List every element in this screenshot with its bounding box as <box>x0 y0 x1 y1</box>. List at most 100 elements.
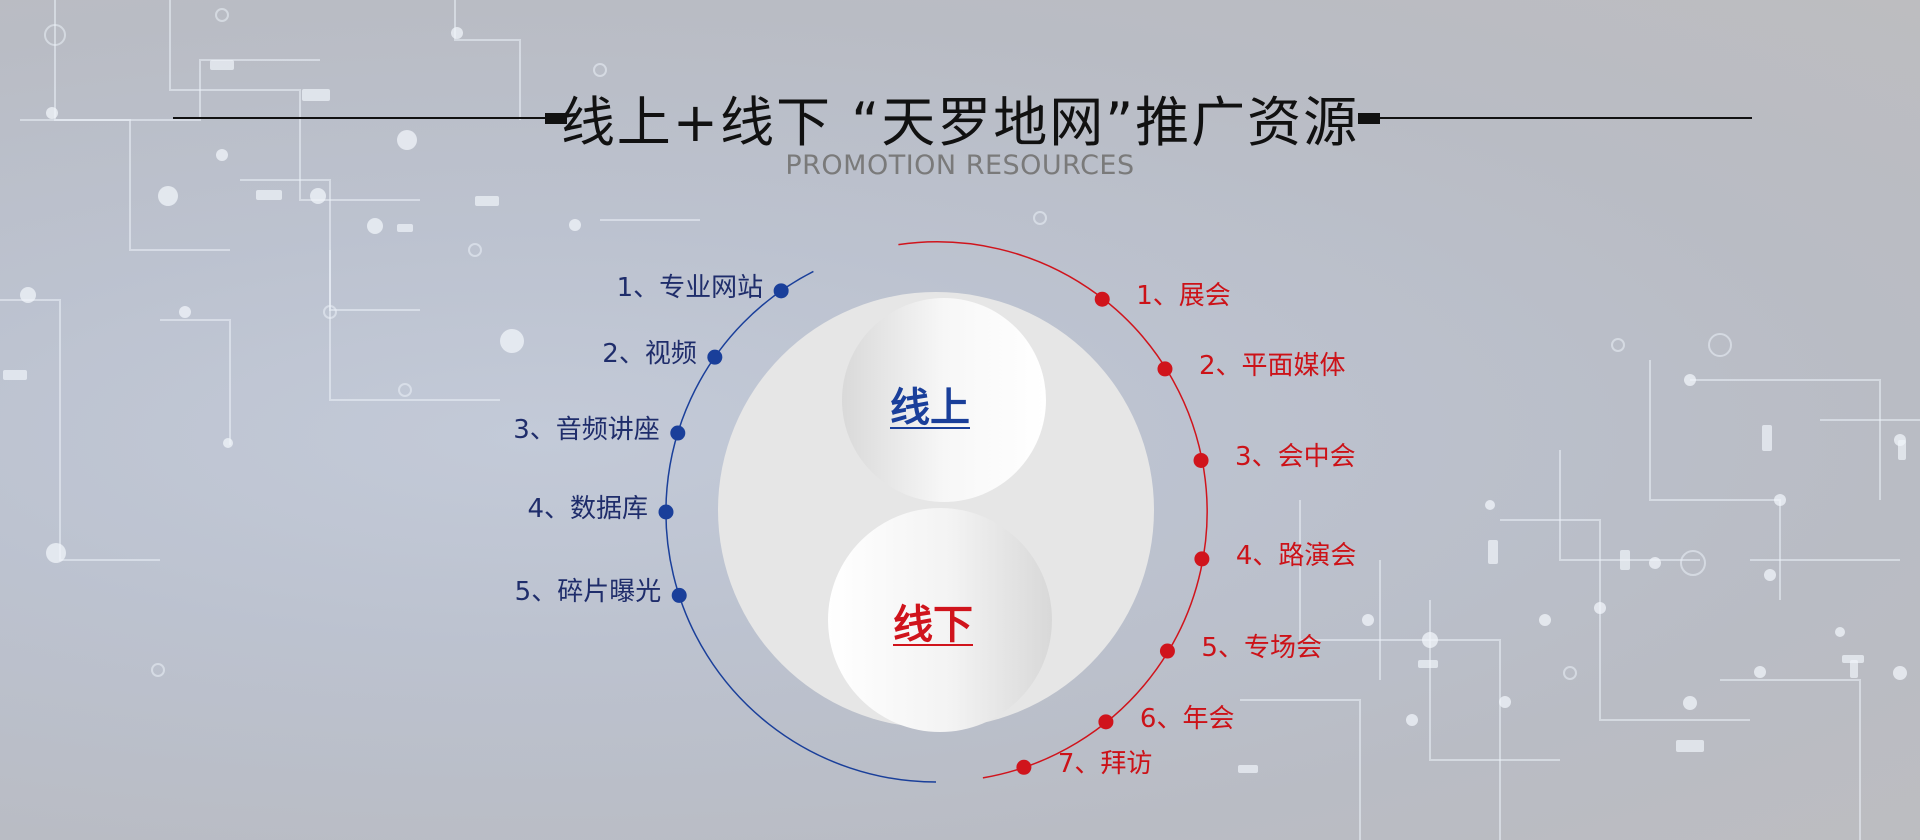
circuit-trace <box>1680 550 1706 576</box>
circuit-trace <box>397 224 413 232</box>
circuit-trace <box>1485 500 1495 510</box>
offline-item: 2、平面媒体 <box>1198 350 1346 381</box>
circuit-trace <box>1649 360 1781 600</box>
circuit-trace <box>1774 494 1786 506</box>
circuit-trace <box>20 287 36 303</box>
offline-item: 3、会中会 <box>1235 442 1356 473</box>
circuit-trace <box>1649 557 1661 569</box>
online-node-dot <box>670 425 686 441</box>
circuit-trace <box>1898 440 1906 460</box>
circuit-trace <box>216 149 228 161</box>
circuit-trace <box>20 119 230 251</box>
circuit-trace <box>1594 602 1606 614</box>
circuit-trace <box>54 0 320 121</box>
offline-node-dot <box>1094 291 1110 307</box>
offline-item: 5、专场会 <box>1201 633 1322 664</box>
offline-label: 线下 <box>893 602 973 648</box>
circuit-trace <box>1283 548 1297 562</box>
circuit-trace <box>223 438 233 448</box>
offline-item: 7、拜访 <box>1057 749 1153 780</box>
circuit-trace <box>215 8 229 22</box>
circuit-trace <box>329 250 500 401</box>
circuit-trace <box>1500 519 1750 721</box>
circuit-trace <box>454 0 521 120</box>
circuit-trace <box>569 219 581 231</box>
online-item: 5、碎片曝光 <box>514 577 662 608</box>
circuit-trace <box>302 89 330 101</box>
offline-node-dot <box>1193 452 1209 468</box>
offline-item: 4、路演会 <box>1235 540 1357 571</box>
circuit-trace <box>44 24 66 46</box>
page-title: 线上+线下 “天罗地网”推广资源 <box>560 91 1360 154</box>
circuit-trace <box>500 329 524 353</box>
circuit-trace <box>46 107 58 119</box>
online-node-dot <box>707 349 723 365</box>
circuit-trace <box>398 383 412 397</box>
circuit-trace <box>151 663 165 677</box>
circuit-trace <box>1764 569 1776 581</box>
circuit-trace <box>1893 666 1907 680</box>
online-item: 3、音频讲座 <box>513 415 660 446</box>
circuit-trace <box>1754 666 1766 678</box>
circuit-trace <box>1539 614 1551 626</box>
circuit-trace <box>1418 660 1438 668</box>
offline-item: 6、年会 <box>1139 703 1235 734</box>
circuit-trace <box>3 370 27 380</box>
circuit-trace <box>160 319 231 445</box>
circuit-trace <box>1850 660 1858 678</box>
circuit-trace <box>1611 338 1625 352</box>
circuit-trace <box>1762 425 1772 451</box>
offline-node-dot <box>1194 551 1210 567</box>
offline-lobe <box>828 508 1052 732</box>
circuit-trace <box>310 188 326 204</box>
circuit-trace <box>397 130 417 150</box>
circuit-trace <box>169 0 420 201</box>
circuit-trace <box>1299 500 1501 840</box>
circuit-trace <box>475 196 499 206</box>
circuit-trace <box>468 243 482 257</box>
page-subtitle: PROMOTION RESOURCES <box>785 150 1135 181</box>
offline-node-dot <box>1157 361 1173 377</box>
circuit-trace <box>1835 627 1845 637</box>
circuit-trace <box>179 306 191 318</box>
online-node-dot <box>658 504 674 520</box>
offline-node-dot <box>1016 759 1032 775</box>
circuit-trace <box>1499 696 1511 708</box>
circuit-trace <box>451 27 463 39</box>
circuit-trace <box>1238 765 1258 773</box>
circuit-trace <box>46 543 66 563</box>
circuit-trace <box>210 60 234 70</box>
circuit-trace <box>1362 614 1374 626</box>
online-item: 4、数据库 <box>527 494 648 524</box>
online-label: 线上 <box>890 385 970 431</box>
offline-node-dot <box>1159 643 1175 659</box>
circuit-trace <box>240 179 420 311</box>
circuit-trace <box>1708 333 1732 357</box>
circuit-trace <box>1683 696 1697 710</box>
circuit-trace <box>593 63 607 77</box>
online-node-dot <box>671 587 687 603</box>
circuit-trace <box>1429 600 1560 761</box>
circuit-trace <box>1033 211 1047 225</box>
circuit-trace <box>1563 666 1577 680</box>
circuit-trace <box>1422 632 1438 648</box>
circuit-trace <box>1406 714 1418 726</box>
online-item: 1、专业网站 <box>616 272 764 303</box>
online-arc <box>665 270 937 783</box>
circuit-trace <box>1676 740 1704 752</box>
circuit-trace <box>1720 679 1861 840</box>
circuit-trace <box>1240 699 1361 840</box>
online-node-dot <box>773 283 789 299</box>
offline-item: 1、展会 <box>1136 281 1231 312</box>
circuit-trace <box>367 218 383 234</box>
title-left-block <box>545 113 567 124</box>
circuit-trace <box>1842 655 1864 663</box>
circuit-trace <box>1620 550 1630 570</box>
circuit-trace <box>1488 540 1498 564</box>
offline-node-dot <box>1098 714 1114 730</box>
circuit-trace <box>1684 374 1696 386</box>
title-right-block <box>1358 113 1380 124</box>
